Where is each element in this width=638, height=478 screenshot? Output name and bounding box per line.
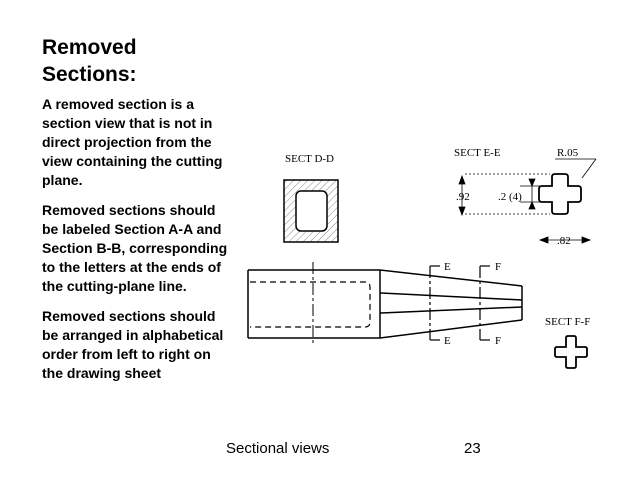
slide-title: Removed Sections: bbox=[42, 34, 137, 88]
cut-e-top-label: E bbox=[444, 261, 451, 273]
section-ff-view bbox=[554, 335, 588, 369]
body-text: A removed section is a section view that… bbox=[42, 95, 232, 394]
cut-f-top-label: F bbox=[495, 261, 501, 273]
section-ee-view bbox=[538, 173, 582, 215]
paragraph-3: Removed sections should be arranged in a… bbox=[42, 308, 224, 381]
title-line-2: Sections: bbox=[42, 63, 137, 86]
cut-e-bottom-label: E bbox=[444, 335, 451, 347]
footer-title: Sectional views bbox=[226, 440, 330, 457]
dim-height-label: .92 bbox=[456, 191, 470, 203]
page-number: 23 bbox=[464, 440, 481, 457]
paragraph-2: Removed sections should be labeled Secti… bbox=[42, 202, 228, 294]
sect-ee-label: SECT E-E bbox=[454, 147, 501, 159]
sect-dd-label: SECT D-D bbox=[285, 153, 334, 165]
title-line-1: Removed bbox=[42, 36, 137, 59]
dim-width-label: .82 bbox=[557, 235, 571, 247]
paragraph-1: A removed section is a section view that… bbox=[42, 96, 223, 188]
dim-arm-label: .2 (4) bbox=[498, 191, 522, 203]
part-main-view bbox=[247, 262, 523, 346]
section-dd-view bbox=[283, 179, 339, 243]
radius-label: R.05 bbox=[557, 147, 579, 159]
cutting-plane-lines bbox=[429, 265, 490, 341]
radius-leader bbox=[555, 158, 597, 179]
cut-f-bottom-label: F bbox=[495, 335, 501, 347]
dimension-lines-ee bbox=[458, 173, 592, 244]
sect-ff-label: SECT F-F bbox=[545, 316, 590, 328]
